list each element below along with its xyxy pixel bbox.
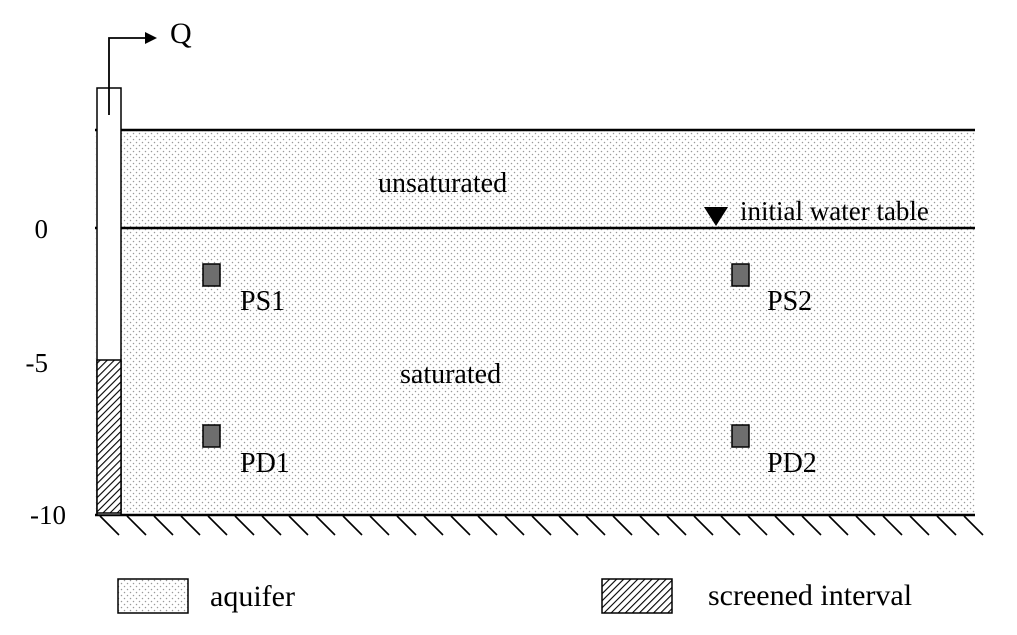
unsaturated-zone-label: unsaturated bbox=[378, 168, 507, 199]
piezometer-pd2 bbox=[731, 424, 750, 448]
piezometer-label-ps1: PS1 bbox=[240, 286, 285, 317]
legend-screen-label: screened interval bbox=[708, 579, 912, 612]
water-table-label: initial water table bbox=[740, 196, 929, 226]
piezometer-label-pd1: PD1 bbox=[240, 448, 290, 479]
piezometer-label-ps2: PS2 bbox=[767, 286, 812, 317]
piezometer-ps1 bbox=[202, 263, 221, 287]
water-table-triangle-icon bbox=[704, 207, 728, 226]
pumping-pipe bbox=[108, 37, 145, 115]
depth-label-minus-10: -10 bbox=[30, 500, 66, 530]
flow-label: Q bbox=[170, 17, 192, 50]
well-screen bbox=[96, 359, 122, 514]
depth-label-0: 0 bbox=[35, 214, 49, 244]
piezometer-ps2 bbox=[731, 263, 750, 287]
legend-aquifer-swatch bbox=[117, 578, 189, 614]
impermeable-base-hatching bbox=[99, 515, 984, 536]
saturated-zone-label: saturated bbox=[400, 359, 501, 390]
depth-label-minus-5: -5 bbox=[26, 348, 49, 378]
legend-screen-swatch bbox=[601, 578, 673, 614]
legend-aquifer-label: aquifer bbox=[210, 580, 295, 613]
piezometer-pd1 bbox=[202, 424, 221, 448]
aquifer-region bbox=[95, 130, 975, 515]
piezometer-label-pd2: PD2 bbox=[767, 448, 817, 479]
pumping-arrow-icon bbox=[145, 32, 157, 44]
